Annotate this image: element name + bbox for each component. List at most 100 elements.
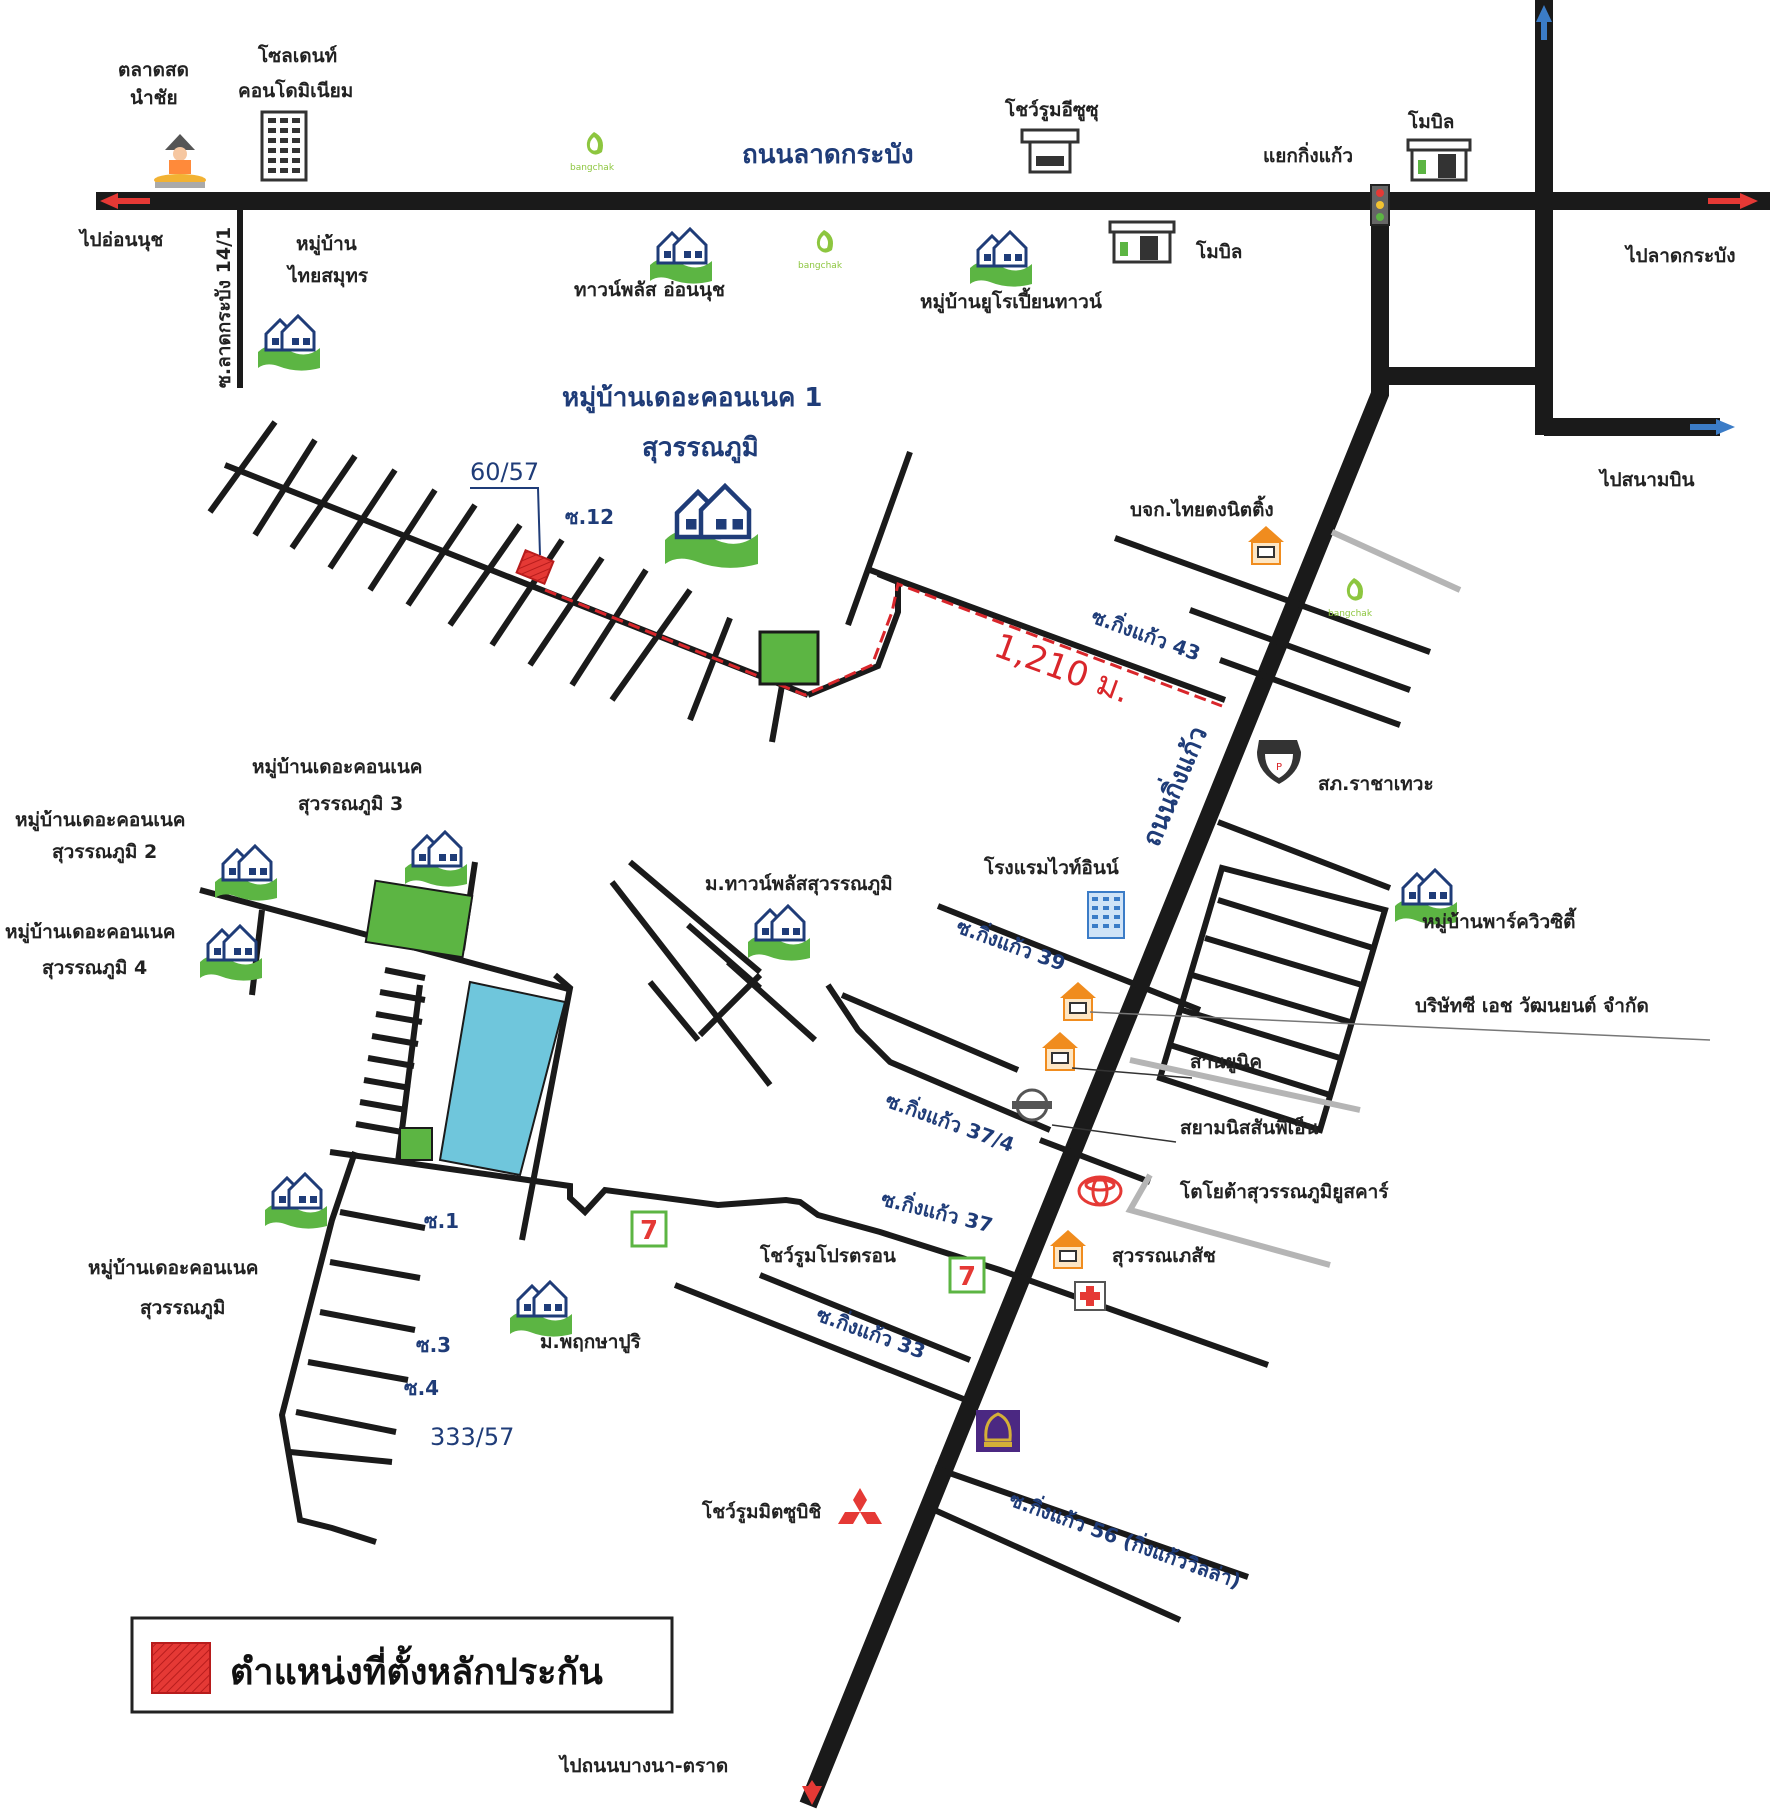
mobil-mid-label: โมบิล: [1195, 240, 1242, 263]
green-area-small: [399, 1127, 433, 1161]
white-inn-label: โรงแรมไวท์อินน์: [983, 856, 1119, 879]
parcel-1-label: 60/57: [470, 458, 539, 486]
toyota-icon: [1077, 1175, 1123, 1207]
village-icon: [198, 924, 264, 983]
sanyunik-label: สานยูนิค: [1190, 1051, 1262, 1074]
collateral-parcel: [515, 548, 555, 586]
park-city-label: หมู่บ้านพาร์ควิวซิตี้: [1422, 907, 1578, 934]
village-icon: [648, 227, 714, 286]
kingkaew-road: [799, 201, 1389, 1809]
nissan-icon: [1012, 1088, 1052, 1122]
grey-road: [1330, 529, 1462, 593]
bangchak-icon: bangchak: [1328, 578, 1373, 619]
hospital-icon: [1074, 1281, 1106, 1311]
police-label: สภ.ราชาเทวะ: [1318, 773, 1434, 795]
soi-kingkaew-37-4-label: ซ.กิ่งแก้ว 37/4: [882, 1085, 1018, 1157]
soi-ladkrabang-14-1-label: ซ.ลาดกระบัง 14/1: [213, 227, 235, 388]
mitsubishi-showroom-label: โชว์รูมมิตซูบิชิ: [701, 1500, 821, 1524]
svg-text:bangchak: bangchak: [1328, 609, 1373, 619]
green-area-connect3: [364, 879, 474, 959]
pruksa-label: ม.พฤกษาปูริ: [540, 1331, 642, 1354]
townplus-onnut-label: ทาวน์พลัส อ่อนนุช: [574, 279, 725, 302]
shop-house-icon: [1049, 1229, 1087, 1269]
svg-text:bangchak: bangchak: [570, 163, 615, 173]
connect1-label-line1: หมู่บ้านเดอะคอนเนค 1: [562, 383, 822, 414]
traffic-light-icon: [1370, 184, 1390, 226]
market-label-line2: นำชัย: [130, 87, 178, 109]
connect2-label-line1: หมู่บ้านเดอะคอนเนค: [15, 809, 186, 832]
svg-text:7: 7: [958, 1262, 976, 1292]
connect-main-label-line1: หมู่บ้านเดอะคอนเนค: [88, 1257, 259, 1280]
arrow-north: [1536, 5, 1552, 40]
thaisamut-label-line2: ไทยสมุทร: [286, 264, 369, 288]
condo-label-line1: โซลเดนท์: [257, 44, 337, 67]
seven-eleven-icon: 7: [630, 1210, 668, 1248]
village-icon: [968, 230, 1034, 289]
village-icon: [213, 844, 279, 903]
proton-showroom-label: โชว์รูมโปรตรอน: [759, 1244, 896, 1268]
svg-text:P: P: [1276, 762, 1282, 773]
village-icon: [403, 830, 469, 889]
connect4-label-line1: หมู่บ้านเดอะคอนเนค: [5, 921, 176, 944]
soi-kingkaew-39-label: ซ.กิ่งแก้ว 39: [953, 911, 1069, 975]
mobil-icon: [1406, 138, 1472, 182]
thai-tung-label: บจก.ไทยตงนิตติ้ง: [1130, 495, 1274, 521]
svg-text:bangchak: bangchak: [798, 261, 843, 271]
legend-box: [130, 1616, 674, 1714]
ladkrabang-road-label: ถนนลาดกระบัง: [742, 140, 914, 170]
soi-3-label: ซ.3: [416, 1333, 451, 1357]
soi-1-label: ซ.1: [424, 1209, 459, 1233]
market-icon: [154, 134, 206, 188]
village-icon: [256, 314, 322, 373]
seven-eleven-icon: 7: [948, 1256, 986, 1294]
arrow-east: [1708, 193, 1758, 209]
hotel-icon: [1087, 891, 1125, 939]
village-icon: [508, 1280, 574, 1339]
mobil-top-label: โมบิล: [1407, 110, 1454, 133]
connect4-label-line2: สุวรรณภูมิ 4: [42, 957, 147, 980]
police-icon: P: [1257, 740, 1301, 784]
connect3-label-line1: หมู่บ้านเดอะคอนเนค: [252, 756, 423, 779]
shop-house-icon: [1059, 981, 1097, 1021]
pond: [438, 980, 567, 1177]
showroom-icon: [1020, 128, 1080, 174]
urban-town-label: หมู่บ้านยูโรเปี้ยนทาวน์: [920, 287, 1102, 314]
condo-icon: [260, 110, 308, 182]
shop-house-icon: [1247, 525, 1285, 565]
mitsubishi-icon: [838, 1488, 882, 1524]
arrow-airport: [1690, 419, 1735, 435]
mobil-icon: [1108, 220, 1176, 264]
market-label-line1: ตลาดสด: [118, 59, 189, 81]
distance-route: [544, 581, 1223, 708]
to-onnut-label: ไปอ่อนนุช: [78, 228, 163, 252]
bangchak-icon: bangchak: [570, 132, 615, 173]
road-network: [96, 0, 1770, 1809]
village-icon: [263, 1172, 329, 1231]
isuzu-showroom-label: โชว์รูมอีซูซุ: [1004, 98, 1099, 122]
arrow-west: [100, 193, 150, 209]
shop-house-icon: [1041, 1031, 1079, 1071]
soi-4-label: ซ.4: [404, 1376, 439, 1400]
to-airport-label: ไปสนามบิน: [1598, 468, 1694, 491]
connect2-label-line2: สุวรรณภูมิ 2: [52, 841, 157, 864]
soi-kingkaew-33-label: ซ.กิ่งแก้ว 33: [813, 1299, 929, 1363]
connect1-label-line2: สุวรรณภูมิ: [642, 433, 759, 464]
toyota-label: โตโยต้าสุวรรณภูมิยูสคาร์: [1179, 1180, 1389, 1204]
to-ladkrabang-label: ไปลาดกระบัง: [1624, 244, 1736, 267]
parcel-2-label: 333/57: [430, 1423, 514, 1451]
soi-kingkaew-37-label: ซ.กิ่งแก้ว 37: [879, 1184, 996, 1238]
thaisamut-label-line1: หมู่บ้าน: [296, 233, 357, 256]
scb-icon: [976, 1410, 1020, 1452]
siam-nissan-label: สยามนิสสันพีเอ็น: [1180, 1115, 1319, 1139]
soi-kingkaew-56-label: ซ.กิ่งแก้ว 56 (กิ่งแก้ววิลล่า): [1006, 1484, 1245, 1593]
village-icon: [665, 486, 758, 568]
eh-company-label: บริษัทซี เอช วัฒนยนต์ จำกัด: [1415, 995, 1649, 1017]
village-icon: [746, 904, 812, 963]
legend-swatch: [151, 1642, 211, 1694]
legend: ตำแหน่งที่ตั้งหลักประกัน: [130, 1616, 674, 1714]
condo-label-line2: คอนโดมิเนียม: [238, 79, 353, 102]
bangchak-icon: bangchak: [798, 230, 843, 271]
to-bangna-trat-label: ไปถนนบางนา-ตราด: [558, 1754, 728, 1777]
connect-main-label-line2: สุวรรณภูมิ: [140, 1297, 225, 1320]
